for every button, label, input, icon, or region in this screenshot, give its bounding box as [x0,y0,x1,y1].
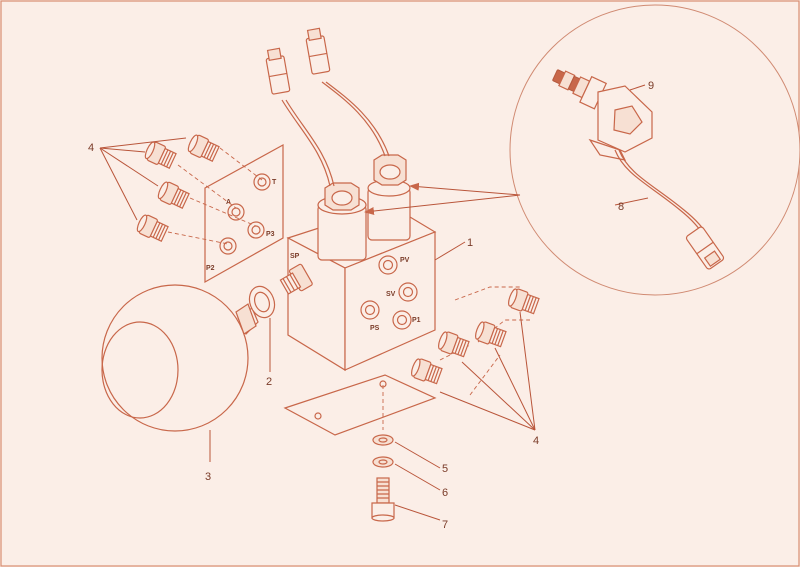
port-label-p3: P3 [266,231,275,238]
seal-ring [248,285,276,319]
port-plate: T A P3 P2 [204,143,284,284]
port-label-t: T [272,179,277,186]
leader-lines [99,84,649,521]
gasket-plate [283,374,437,436]
detail-zoom-circle [509,4,800,296]
callout-5: 5 [442,463,448,475]
detail-solenoid [552,69,725,270]
port-label-a: A [226,199,231,206]
left-fittings [136,134,220,242]
port-label-pv: PV [400,257,410,264]
callout-4-right: 4 [533,435,539,447]
solenoid-valves [265,27,411,261]
port-label-sv: SV [386,291,396,298]
accumulator [101,284,259,432]
callout-6: 6 [442,487,448,499]
detail-arrows [364,182,521,215]
port-label-ps: PS [370,325,380,332]
right-fittings [411,288,540,385]
callout-1: 1 [467,237,473,249]
callout-7: 7 [442,519,448,531]
washers-and-bolt [371,434,395,522]
port-label-sp: SP [290,253,300,260]
callout-9: 9 [648,80,654,92]
port-label-p1: P1 [412,317,421,324]
callout-4-left: 4 [88,142,94,154]
callout-3: 3 [205,471,211,483]
callout-8: 8 [618,201,624,213]
callout-2: 2 [266,376,272,388]
port-label-p2: P2 [206,265,215,272]
